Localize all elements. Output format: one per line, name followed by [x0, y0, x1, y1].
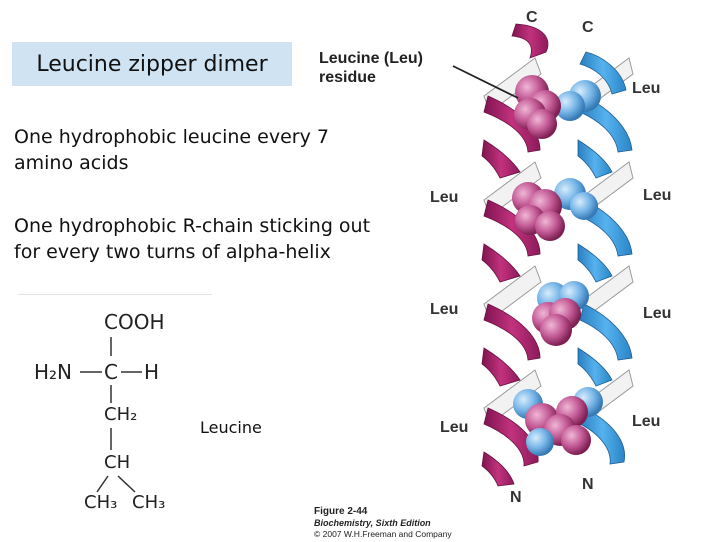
divider [18, 294, 212, 295]
amino-group: H₂N [34, 360, 73, 384]
callout-line-1: Leucine (Leu) [319, 50, 423, 67]
structure-bonds [80, 337, 142, 493]
figure-number: Figure 2-44 [314, 506, 368, 517]
leu-label-right-3: Leu [643, 305, 671, 322]
leucine-spacing-text: One hydrophobic leucine every 7 [14, 126, 329, 148]
figure-copyright: © 2007 W.H.Freeman and Company [314, 529, 452, 539]
ch3-left: CH₃ [84, 492, 118, 513]
leu-label-right-2: Leu [643, 187, 671, 204]
leucine-cluster-4 [513, 387, 603, 456]
leu-label-left-2: Leu [430, 301, 458, 318]
ch3-right: CH₃ [132, 492, 166, 513]
ch2-group: CH₂ [104, 404, 138, 425]
leucine-spacing-text-cont: amino acids [14, 152, 129, 174]
slide-title: Leucine zipper dimer [12, 42, 292, 86]
right-helix [577, 51, 633, 465]
figure-book: Biochemistry, Sixth Edition [314, 518, 431, 528]
leucine-cluster-3 [532, 281, 589, 346]
leu-label-right-1: Leu [632, 80, 660, 97]
leu-label-right-4: Leu [632, 413, 660, 430]
cooh-group: COOH [104, 310, 165, 334]
leucine-name: Leucine [200, 418, 262, 437]
callout-line-2: residue [319, 69, 376, 86]
alpha-hydrogen: H [144, 360, 160, 384]
leucine-cluster-1 [514, 75, 601, 139]
ch-group: CH [104, 452, 131, 473]
c-terminus-left: C [526, 9, 538, 26]
leu-label-left-1: Leu [430, 189, 458, 206]
c-terminus-right: C [582, 19, 594, 36]
n-terminus-left: N [510, 489, 522, 506]
leu-label-left-3: Leu [440, 419, 468, 436]
left-helix [481, 23, 549, 487]
callout-pointer [452, 65, 519, 99]
n-terminus-right: N [582, 476, 594, 493]
r-chain-text-cont: for every two turns of alpha-helix [14, 241, 331, 263]
leucine-cluster-2 [512, 178, 598, 241]
alpha-carbon: C [104, 360, 118, 384]
r-chain-text: One hydrophobic R-chain sticking out [14, 215, 371, 237]
